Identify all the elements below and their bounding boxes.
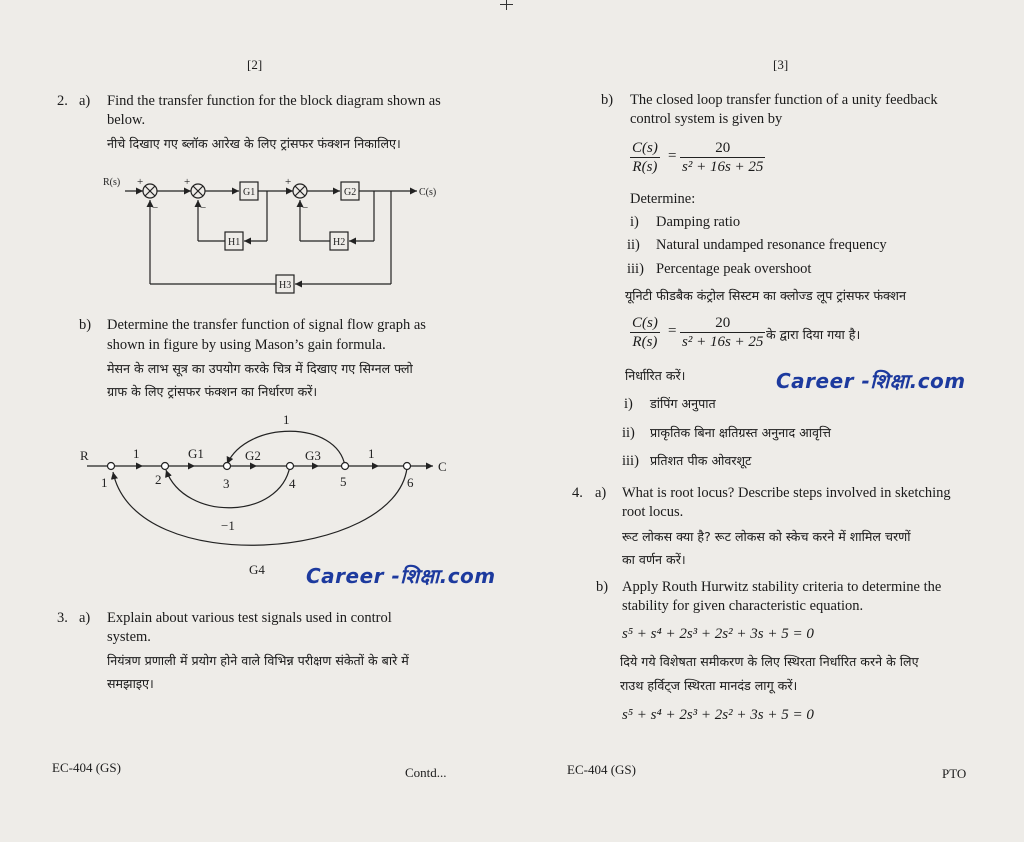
characteristic-equation: s⁵ + s⁴ + 2s³ + 2s² + 3s + 5 = 0 bbox=[622, 626, 814, 642]
svg-text:−: − bbox=[302, 202, 308, 214]
page-number: [3] bbox=[773, 57, 789, 72]
part-label: a) bbox=[595, 485, 607, 501]
sfg-loop-gain: 1 bbox=[283, 412, 290, 427]
footer-pto: PTO bbox=[942, 766, 967, 781]
question-text-hindi: समझाइए। bbox=[107, 676, 154, 691]
block-h3: H3 bbox=[279, 280, 291, 291]
question-text: Explain about various test signals used … bbox=[107, 610, 392, 626]
question-text: shown in figure by using Mason’s gain fo… bbox=[107, 337, 386, 353]
part-label: b) bbox=[601, 92, 614, 108]
question-text-hindi: यूनिटी फीडबैक कंट्रोल सिस्टम का क्लोज्ड … bbox=[625, 288, 906, 303]
sfg-node-2: 2 bbox=[155, 472, 162, 487]
sfg-loop-gain: −1 bbox=[221, 518, 235, 533]
question-text-hindi: का वर्णन करें। bbox=[622, 552, 686, 567]
watermark: Career -शिक्षा.com bbox=[306, 564, 496, 588]
list-item-num: i) bbox=[624, 396, 633, 412]
list-item-num: iii) bbox=[622, 453, 639, 469]
question-text: What is root locus? Describe steps invol… bbox=[622, 485, 951, 501]
svg-text:+: + bbox=[285, 176, 291, 188]
crosshair-mark bbox=[506, 0, 507, 10]
sfg-node-1: 1 bbox=[101, 475, 108, 490]
block-output-label: C(s) bbox=[419, 187, 436, 198]
list-item: Damping ratio bbox=[656, 214, 741, 230]
question-text-hindi: नियंत्रण प्रणाली में प्रयोग होने वाले वि… bbox=[107, 653, 409, 668]
characteristic-equation-repeat: s⁵ + s⁴ + 2s³ + 2s² + 3s + 5 = 0 bbox=[622, 707, 814, 723]
footer-contd: Contd... bbox=[405, 765, 447, 780]
question-text-hindi: राउथ हर्विट्ज स्थिरता मानदंड लागू करें। bbox=[620, 678, 798, 693]
tf-lhs: C(s) R(s) bbox=[630, 140, 660, 175]
svg-text:+: + bbox=[184, 176, 190, 188]
list-item-hindi: डांपिंग अनुपात bbox=[650, 396, 716, 411]
question-text: control system is given by bbox=[630, 111, 783, 127]
question-text: below. bbox=[107, 112, 146, 128]
sfg-gain: G2 bbox=[245, 448, 261, 463]
list-item: Percentage peak overshoot bbox=[656, 261, 812, 277]
sfg-node-3: 3 bbox=[223, 476, 230, 491]
svg-text:−: − bbox=[152, 202, 158, 214]
tf-rhs-repeat: 20 s² + 16s + 25 bbox=[680, 315, 766, 350]
block-h2: H2 bbox=[333, 237, 345, 248]
list-item-num: iii) bbox=[627, 261, 644, 277]
block-input-label: R(s) bbox=[103, 177, 120, 188]
question-text: The closed loop transfer function of a u… bbox=[630, 92, 938, 108]
question-text-hindi: रूट लोकस क्या है? रूट लोकस को स्केच करने… bbox=[622, 529, 911, 544]
sfg-gain: G3 bbox=[305, 448, 321, 463]
question-text: stability for given characteristic equat… bbox=[622, 598, 864, 614]
sfg-node-5: 5 bbox=[340, 474, 347, 489]
crosshair-mark bbox=[500, 4, 513, 5]
question-text-hindi: दिये गये विशेषता समीकरण के लिए स्थिरता न… bbox=[620, 654, 919, 669]
equals-sign: = bbox=[668, 148, 677, 164]
list-item-num: ii) bbox=[627, 237, 640, 253]
list-item-num: i) bbox=[630, 214, 639, 230]
tf-lhs-repeat: C(s) R(s) bbox=[630, 315, 660, 350]
determine-label-hindi: निर्धारित करें। bbox=[625, 368, 686, 383]
question-text-hindi: ग्राफ के लिए ट्रांसफर फंक्शन का निर्धारण… bbox=[107, 384, 318, 399]
block-g2: G2 bbox=[344, 187, 356, 198]
sfg-output-label: C bbox=[438, 459, 447, 474]
footer-code: EC-404 (GS) bbox=[52, 760, 121, 775]
part-label: b) bbox=[79, 317, 92, 333]
question-text: Find the transfer function for the block… bbox=[107, 93, 441, 109]
question-text-hindi: के द्वारा दिया गया है। bbox=[766, 327, 861, 342]
list-item: Natural undamped resonance frequency bbox=[656, 237, 887, 253]
block-h1: H1 bbox=[228, 237, 240, 248]
question-text: system. bbox=[107, 629, 151, 645]
svg-text:+: + bbox=[137, 176, 143, 188]
part-label: a) bbox=[79, 93, 91, 109]
sfg-gain: 1 bbox=[368, 446, 375, 461]
list-item-num: ii) bbox=[622, 425, 635, 441]
watermark: Career -शिक्षा.com bbox=[776, 369, 966, 393]
equals-sign: = bbox=[668, 323, 677, 339]
tf-rhs: 20 s² + 16s + 25 bbox=[680, 140, 766, 175]
list-item-hindi: प्रतिशत पीक ओवरशूट bbox=[650, 453, 752, 468]
question-number: 4. bbox=[572, 485, 583, 501]
svg-text:−: − bbox=[200, 202, 206, 214]
signal-flow-graph: R C 1 2 3 4 5 6 1 G1 G2 G3 1 1 −1 G4 bbox=[80, 412, 447, 577]
question-number: 2. bbox=[57, 93, 68, 109]
sfg-node-6: 6 bbox=[407, 475, 414, 490]
part-label: a) bbox=[79, 610, 91, 626]
block-g1: G1 bbox=[243, 187, 255, 198]
part-label: b) bbox=[596, 579, 609, 595]
sfg-feedback-gain: G4 bbox=[249, 562, 265, 577]
sfg-gain: G1 bbox=[188, 446, 204, 461]
sfg-gain: 1 bbox=[133, 446, 140, 461]
question-text: Apply Routh Hurwitz stability criteria t… bbox=[622, 579, 942, 595]
page-number: [2] bbox=[247, 57, 263, 72]
question-text-hindi: मेसन के लाभ सूत्र का उपयोग करके चित्र मे… bbox=[107, 361, 413, 376]
question-text: root locus. bbox=[622, 504, 684, 520]
sfg-node-4: 4 bbox=[289, 476, 296, 491]
block-diagram: R(s) C(s) G1 G2 H1 H2 H3 + + + − − − bbox=[103, 176, 436, 294]
determine-label: Determine: bbox=[630, 191, 696, 207]
question-text: Determine the transfer function of signa… bbox=[107, 317, 426, 333]
list-item-hindi: प्राकृतिक बिना क्षतिग्रस्त अनुनाद आवृत्त… bbox=[650, 425, 831, 440]
question-text-hindi: नीचे दिखाए गए ब्लॉक आरेख के लिए ट्रांसफर… bbox=[107, 136, 401, 151]
footer-code: EC-404 (GS) bbox=[567, 762, 636, 777]
question-number: 3. bbox=[57, 610, 68, 626]
sfg-input-label: R bbox=[80, 448, 89, 463]
